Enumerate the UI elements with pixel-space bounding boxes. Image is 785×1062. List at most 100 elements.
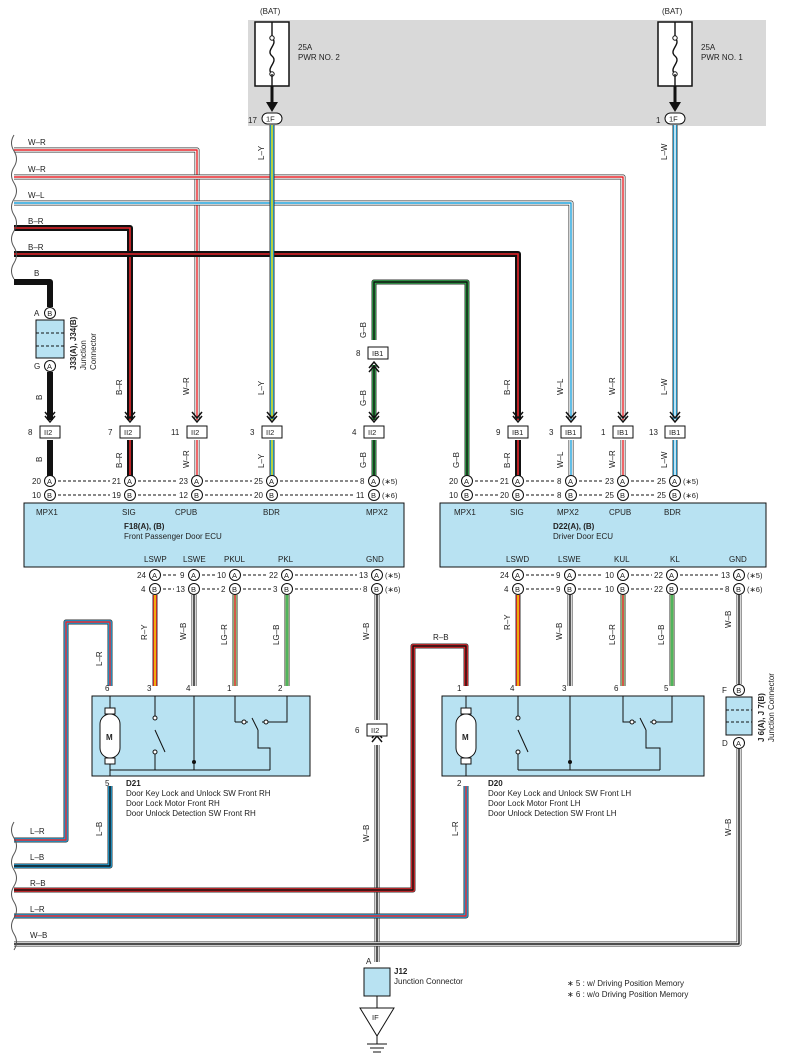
svg-text:D21: D21 (126, 779, 141, 788)
ecu-right-bot-conn: B (669, 585, 674, 594)
chevron-ib1 (617, 411, 629, 420)
ecu-right-top-conn: B (672, 491, 677, 500)
svg-text:L–B: L–B (30, 853, 44, 862)
ecu-right-bot-conn: A (620, 571, 625, 580)
svg-text:J 6(A), J 7(B): J 6(A), J 7(B) (757, 693, 766, 742)
conn-ii2-mid-pin: 6 (355, 726, 360, 735)
chevron-ii2 (124, 411, 136, 420)
svg-text:SIG: SIG (510, 508, 524, 517)
svg-text:Junction: Junction (79, 340, 88, 370)
ecu-right-bot-num: 10 (605, 585, 614, 594)
svg-text:Door Unlock Detection SW Front: Door Unlock Detection SW Front LH (488, 809, 617, 818)
ecu-right-bot-pin (512, 569, 524, 581)
svg-text:J12: J12 (394, 967, 408, 976)
ecu-right-bot-num: 9 (556, 585, 561, 594)
conn-ib1-pin: 1 (601, 428, 606, 437)
ecu-left-bot-conn: A (152, 571, 157, 580)
ecu-right-top-num: 25 (657, 477, 666, 486)
ecu-left-bot-conn: A (232, 571, 237, 580)
ecu-right-bot-mark: (∗6) (747, 585, 763, 594)
ecu-right-bot-conn: B (736, 585, 741, 594)
chevron-ii2 (191, 411, 203, 420)
ecu-left-top-conn: B (127, 491, 132, 500)
wire-label: B–R (115, 452, 124, 468)
svg-text:B: B (47, 309, 52, 318)
wire-label: L–Y (257, 453, 266, 468)
conn-ii2-pin: 7 (108, 428, 113, 437)
ecu-right-top-pin (565, 475, 577, 487)
left-break-marks (11, 134, 17, 951)
svg-text:GND: GND (366, 555, 384, 564)
wire-label: W–R (182, 450, 191, 468)
svg-text:4: 4 (510, 684, 515, 693)
wire-label: R–Y (140, 624, 149, 640)
svg-text:3: 3 (147, 684, 152, 693)
ecu-right-bot-pin (564, 583, 576, 595)
fuse-name: PWR NO. 1 (701, 53, 743, 62)
wire-wl-stripe (14, 202, 572, 420)
wire-label: B–R (115, 379, 124, 395)
svg-text:Front Passenger Door ECU: Front Passenger Door ECU (124, 532, 222, 541)
wire-wr-1-stripe (14, 149, 198, 420)
chevron-ib1 (669, 411, 681, 420)
ecu-left-bot-pin (188, 569, 200, 581)
footnotes: ∗ 5 : w/ Driving Position Memory ∗ 6 : w… (567, 978, 688, 1000)
chevron-ii2 (368, 411, 380, 420)
svg-text:Connector: Connector (89, 333, 98, 370)
ecu-left-bot-pin (149, 583, 161, 595)
svg-text:Junction Connector: Junction Connector (394, 977, 463, 986)
ecu-left-top-pin (368, 475, 380, 487)
ecu-left-bot-mark: (∗5) (385, 571, 401, 580)
fuse-name: PWR NO. 2 (298, 53, 340, 62)
ecu-left-top-pin (44, 489, 56, 501)
ecu-left-top-num: 25 (254, 477, 263, 486)
module-d20: M 1 4 3 6 5 2 D20 Door Key Lock and Unlo… (441, 684, 705, 818)
ecu-right-bot-pin (666, 583, 678, 595)
wire-label: R–B (433, 633, 449, 642)
ecu-right-top-pin (617, 489, 629, 501)
ecu-right-bot-mark: (∗5) (747, 571, 763, 580)
fuse-pwr1: (BAT) 25A PWR NO. 1 1 1F (656, 7, 743, 125)
svg-text:Junction Connector: Junction Connector (767, 673, 776, 742)
conn-ii2-pin: 11 (171, 428, 180, 437)
svg-text:D: D (722, 739, 728, 748)
ecu-left-top-conn: A (127, 477, 132, 486)
conn-ib1-mid-code: IB1 (372, 349, 383, 358)
svg-text:1: 1 (227, 684, 232, 693)
wire-label: L–B (95, 822, 104, 836)
svg-text:GND: GND (729, 555, 747, 564)
ecu-left-top-conn: B (371, 491, 376, 500)
wire-label: B–R (503, 379, 512, 395)
ecu-right-top-pin (669, 489, 681, 501)
svg-text:Door Unlock Detection SW Front: Door Unlock Detection SW Front RH (126, 809, 256, 818)
ecu-right-top-num: 20 (449, 477, 458, 486)
ecu-right-top-num: 10 (449, 491, 458, 500)
ecu-left-bot-conn: B (284, 585, 289, 594)
conn-ii2 (119, 425, 141, 439)
wire-label: L–W (660, 378, 669, 395)
svg-text:IF: IF (372, 1013, 379, 1022)
wire-label: W–B (362, 825, 371, 842)
wire-lr-d20-base (14, 786, 468, 918)
ecu-right-top-num: 25 (657, 491, 666, 500)
ecu-driver: MPX1 SIG MPX2 CPUB BDR D22(A), (B) Drive… (439, 502, 767, 568)
ecu-right-top-conn: B (515, 491, 520, 500)
svg-text:D20: D20 (488, 779, 503, 788)
ecu-left-top-conn: B (194, 491, 199, 500)
wire-lr-d20-outline (14, 786, 469, 919)
ecu-left-bot-num: 9 (180, 571, 185, 580)
svg-text:KUL: KUL (614, 555, 630, 564)
ecu-right-bot-conn: A (567, 571, 572, 580)
conn-ii2 (39, 425, 61, 439)
ecu-left-bot-num: 13 (176, 585, 185, 594)
wire-label: W–B (179, 623, 188, 640)
ecu-right-top-pin (565, 489, 577, 501)
conn-ii2-mid (366, 723, 388, 737)
ecu-left-bot-pin (149, 569, 161, 581)
conn-ii2 (186, 425, 208, 439)
svg-text:Door Lock Motor Front RH: Door Lock Motor Front RH (126, 799, 220, 808)
wire-label: LG–B (272, 625, 281, 645)
svg-text:A: A (366, 957, 372, 966)
